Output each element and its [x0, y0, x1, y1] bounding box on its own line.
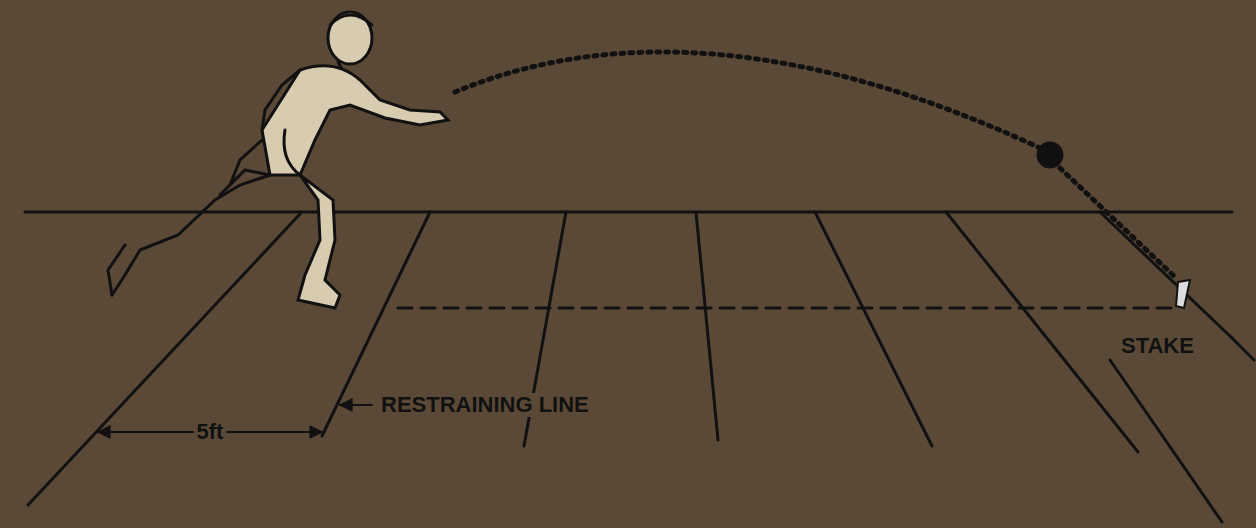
stake [1176, 280, 1190, 308]
lane-line [1110, 360, 1222, 522]
lane-line [1100, 212, 1232, 338]
leader-line [340, 404, 372, 406]
line-label: RESTRAINING LINE [378, 393, 592, 417]
stake-label: STAKE [1118, 334, 1197, 358]
lane-line [815, 212, 932, 446]
thrower-figure [108, 12, 448, 308]
lane-line [696, 212, 718, 440]
far-line [25, 211, 1232, 214]
ball-trajectory [1060, 168, 1176, 278]
dimension-label: 5ft [194, 420, 227, 444]
ball [1038, 143, 1062, 167]
lane-line [946, 212, 1138, 452]
ball-trajectory [455, 52, 1040, 148]
lane-line [1232, 338, 1254, 360]
measure-line [398, 307, 1178, 310]
lane-line [28, 214, 300, 505]
